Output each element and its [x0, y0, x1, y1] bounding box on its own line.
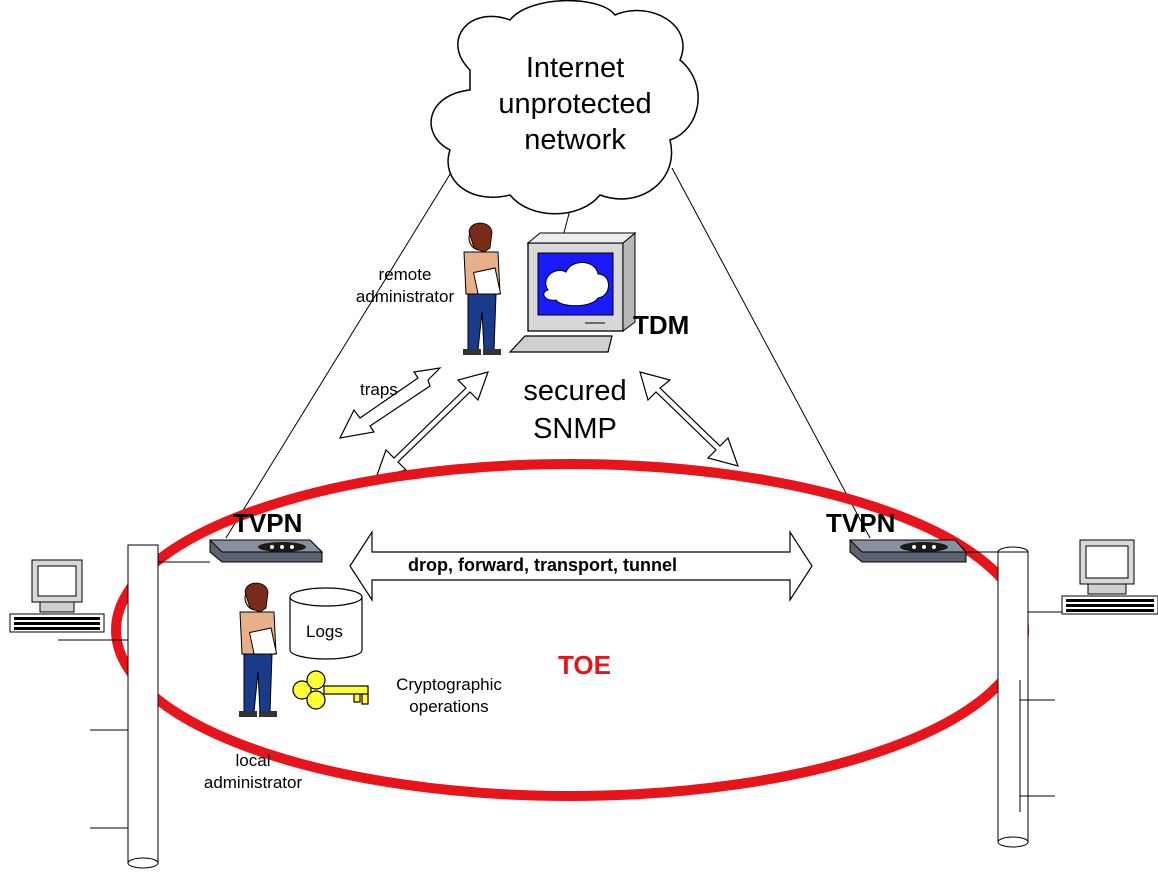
traffic-label: drop, forward, transport, tunnel — [408, 555, 677, 575]
traps-arrow — [338, 367, 442, 439]
crypto-line-1: Cryptographic — [396, 675, 502, 694]
left-workstation-icon — [9, 559, 105, 633]
cloud-line-3: network — [524, 124, 626, 156]
secured-line-1: secured — [523, 375, 627, 407]
tvpn-right-label: TVPN — [826, 508, 896, 538]
tvpn-left-label: TVPN — [233, 508, 303, 538]
tvpn-right-router-icon — [848, 539, 968, 563]
tdm-computer-icon — [508, 231, 637, 353]
remote-admin-line-1: remote — [378, 265, 432, 284]
local-admin-line-2: administrator — [203, 773, 303, 792]
right-workstation-icon — [1061, 539, 1158, 615]
traps-label: traps — [360, 380, 398, 399]
line-cloud-left-tvpn — [225, 144, 469, 539]
right-network-pipe — [966, 546, 1070, 848]
tdm-label: TDM — [633, 310, 690, 340]
logs-label: Logs — [306, 622, 343, 641]
secured-snmp-label: secured SNMP — [505, 372, 645, 448]
left-network-pipe — [58, 544, 210, 869]
crypto-line-2: operations — [409, 697, 489, 716]
local-admin-line-1: local — [235, 751, 271, 770]
cryptographic-key-icon — [292, 670, 369, 710]
line-cloud-right-tvpn — [671, 167, 871, 539]
crypto-label: Cryptographic operations — [384, 674, 514, 718]
cloud-label: Internet unprotected network — [460, 50, 690, 158]
traffic-double-arrow — [349, 529, 813, 603]
secured-snmp-arrow-right — [639, 371, 739, 467]
cloud-line-1: Internet — [525, 52, 625, 84]
cloud-line-2: unprotected — [498, 88, 652, 120]
remote-admin-label: remote administrator — [355, 264, 455, 308]
remote-admin-line-2: administrator — [355, 287, 455, 306]
remote-administrator-figure — [463, 222, 502, 355]
secured-line-2: SNMP — [533, 413, 617, 445]
local-administrator-figure — [239, 582, 278, 717]
toe-label: TOE — [558, 650, 611, 680]
internet-cloud — [430, 0, 699, 215]
tvpn-left-router-icon — [208, 539, 324, 563]
local-admin-label: local administrator — [198, 750, 308, 794]
logs-database-icon — [289, 587, 363, 660]
